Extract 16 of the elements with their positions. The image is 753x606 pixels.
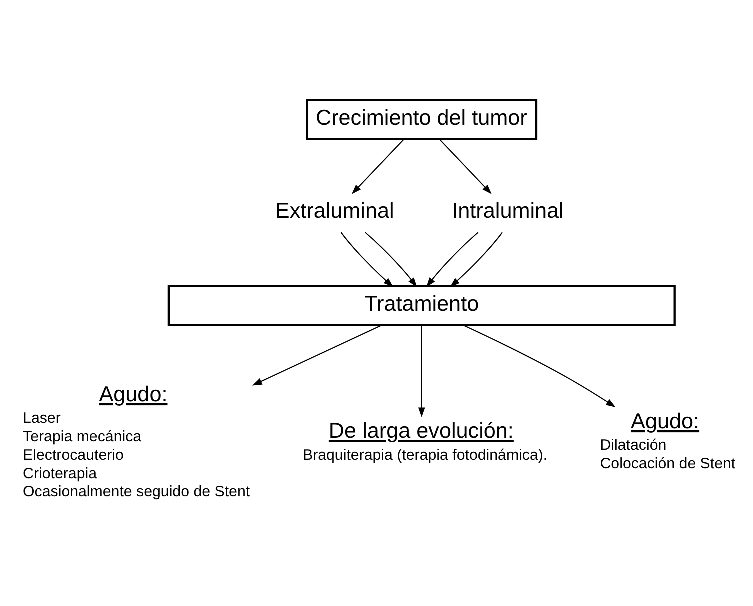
node-box: Tratamiento	[168, 285, 676, 326]
node-text: Extraluminal	[275, 198, 394, 224]
arrow	[450, 232, 503, 288]
arrow	[426, 232, 479, 288]
arrow	[340, 232, 394, 288]
node-text: De larga evolución: Braquiterapia (terapia fotodinámica).	[302, 418, 548, 464]
node-box: Crecimiento del tumor	[306, 99, 538, 140]
arrow	[352, 139, 404, 194]
node-text: Agudo: Dilatación Colocación de Stent	[600, 408, 736, 473]
arrow	[418, 325, 426, 418]
arrow	[439, 139, 492, 194]
arrow	[462, 324, 616, 408]
node-text: Agudo: Laser Terapia mecánica Electrocauterio Crioterapia Ocasionalmente seguido de Stent	[23, 381, 250, 501]
arrow	[252, 324, 383, 386]
arrow	[365, 232, 418, 288]
node-text: Intraluminal	[452, 198, 564, 224]
